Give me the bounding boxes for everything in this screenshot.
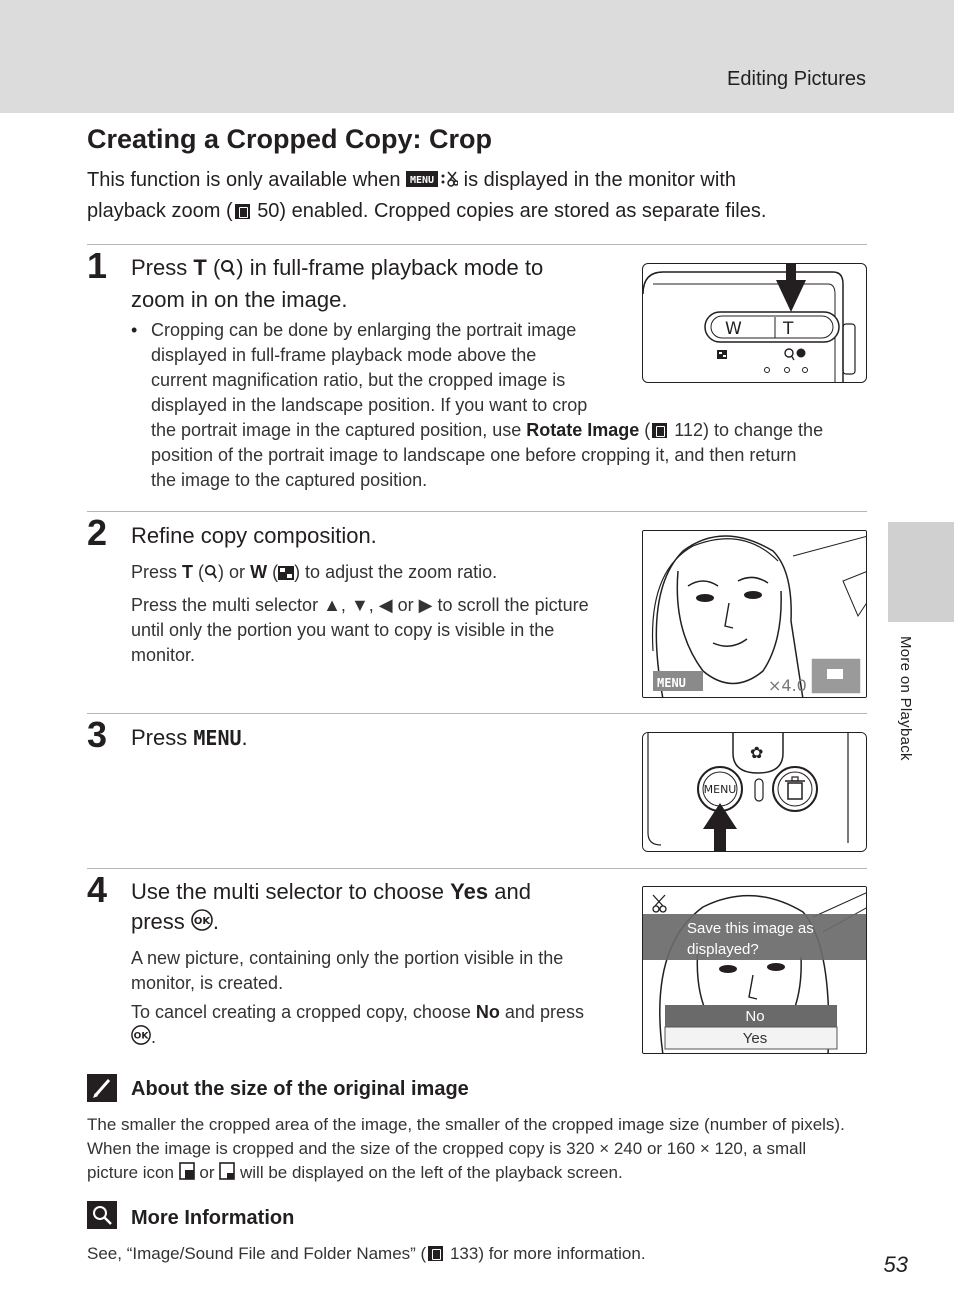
intro-paragraph: This function is only available when MEN…: [87, 168, 767, 222]
page-ref-icon: [234, 204, 250, 219]
dialog-line-2: displayed?: [687, 941, 759, 958]
step-1-bullet: Cropping can be done by enlarging the po…: [151, 320, 824, 490]
divider: [87, 244, 867, 245]
step-4-number: 4: [87, 869, 108, 910]
page-ref-icon: [652, 423, 668, 438]
zoom-ratio-label: ×4.0: [768, 676, 807, 695]
step-2-title: Refine copy composition.: [131, 523, 377, 548]
small-picture-icon-320: [178, 1162, 195, 1187]
page-ref-icon: [428, 1246, 444, 1261]
menu-button-label: MENU: [704, 783, 737, 796]
option-yes[interactable]: Yes: [743, 1030, 767, 1047]
up-arrow-icon: ▲: [323, 595, 341, 615]
menu-button-illustration: ✿ MENU: [642, 732, 867, 852]
page-number: 53: [883, 1252, 908, 1277]
step-2-number: 2: [87, 512, 108, 553]
zoomed-portrait-illustration: MENU ×4.0: [642, 530, 867, 698]
svg-text:MENU: MENU: [410, 175, 434, 186]
svg-text:OK: OK: [194, 916, 212, 927]
ok-button-icon: OK: [191, 909, 213, 939]
note-pencil-icon: [87, 1074, 117, 1102]
step-4-cancel: To cancel creating a cropped copy, choos…: [131, 1000, 621, 1052]
zoom-lever-illustration: W T: [642, 263, 867, 383]
page-title: Creating a Cropped Copy: Crop: [87, 124, 493, 154]
note-body-more-info: See, “Image/Sound File and Folder Names”…: [87, 1244, 646, 1263]
dialog-line-1: Save this image as: [687, 920, 814, 937]
divider: [87, 511, 867, 512]
header-band: [0, 0, 954, 113]
note-title-size: About the size of the original image: [131, 1078, 469, 1100]
svg-text:T: T: [782, 319, 794, 339]
save-dialog-illustration: Save this image as displayed? No Yes: [642, 886, 867, 1054]
menu-crop-icon: MENU: [406, 168, 459, 197]
svg-text:MENU: MENU: [657, 676, 686, 690]
note-body-size: The smaller the cropped area of the imag…: [87, 1113, 877, 1187]
ok-button-icon: OK: [131, 1025, 151, 1052]
svg-text:OK: OK: [134, 1032, 150, 1042]
option-no[interactable]: No: [745, 1008, 764, 1025]
note-title-more-info: More Information: [131, 1207, 295, 1229]
divider: [87, 713, 867, 714]
step-2-zoom-instruction: Press T () or W () to adjust the zoom ra…: [131, 560, 621, 587]
step-1-title: Press T () in full-frame playback mode t…: [131, 255, 544, 312]
left-arrow-icon: ◀: [378, 595, 393, 615]
step-2-scroll-instruction: Press the multi selector ▲, ▼, ◀ or ▶ to…: [131, 595, 589, 665]
section-header: Editing Pictures: [727, 68, 866, 90]
divider: [87, 868, 867, 869]
small-picture-icon-160: [219, 1162, 236, 1187]
svg-text:W: W: [725, 319, 742, 339]
step-4-title: Use the multi selector to choose Yes and…: [131, 877, 601, 939]
right-arrow-icon: ▶: [418, 595, 433, 615]
step-3-title: Press MENU.: [131, 725, 248, 750]
zoom-in-icon: [220, 255, 236, 285]
side-tab: [888, 522, 954, 622]
side-tab-label: More on Playback: [897, 636, 914, 761]
thumbnail-icon: [278, 562, 295, 587]
step-4-result: A new picture, containing only the porti…: [131, 948, 564, 993]
svg-text:✿: ✿: [750, 743, 763, 762]
more-info-icon: [87, 1201, 117, 1229]
bullet-dot: •: [131, 320, 138, 340]
step-3-number: 3: [87, 714, 108, 755]
zoom-in-icon: [204, 562, 218, 587]
down-arrow-icon: ▼: [350, 595, 369, 615]
step-1-number: 1: [87, 245, 108, 286]
